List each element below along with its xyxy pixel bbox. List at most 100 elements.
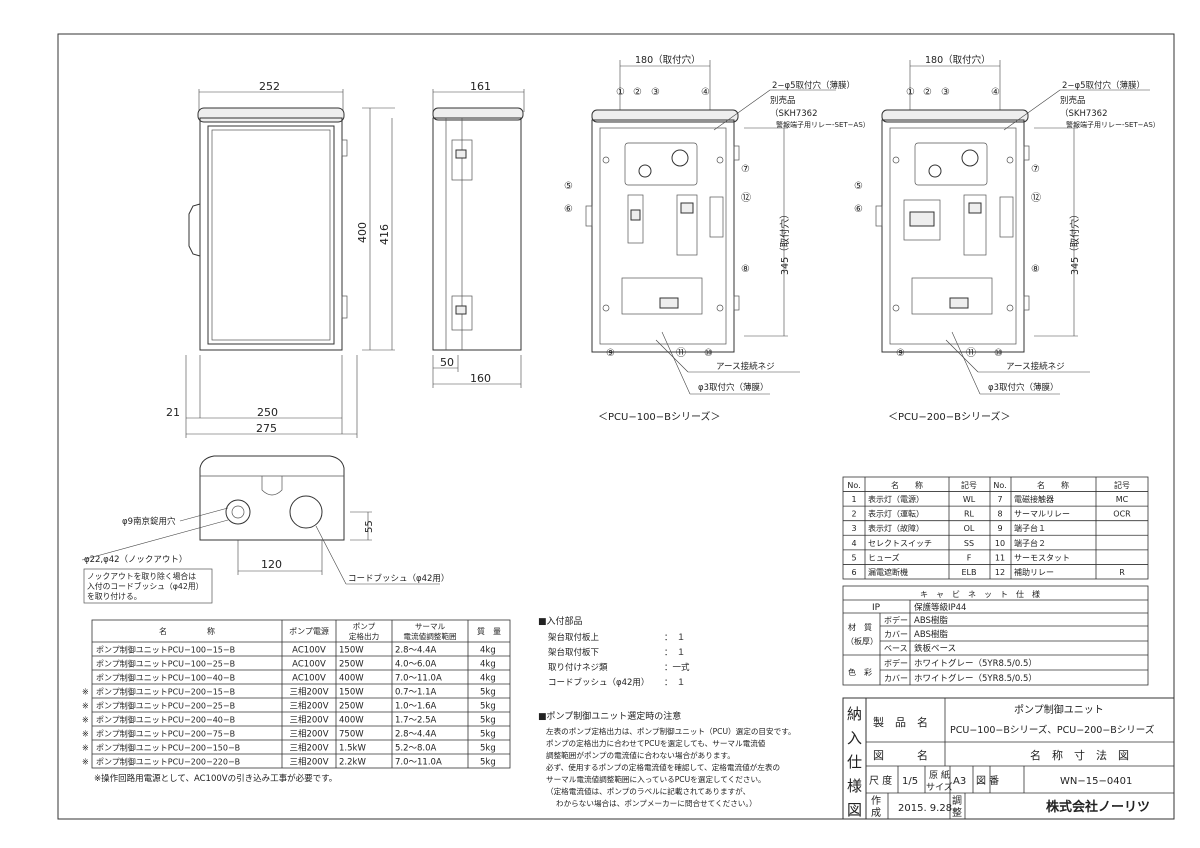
product-output: 150W xyxy=(339,646,364,656)
parts-cell: 5 xyxy=(851,553,856,562)
product-power: 三相200V xyxy=(289,701,328,712)
pcu100-sep-desc: 警報端子用リレー-SET−AS） xyxy=(776,120,870,129)
accessories: ■入付部品 架台取付板上 ： １ 架台取付板下 ： １ 取り付けネジ類 ：一式 … xyxy=(538,615,690,688)
parts-cell: 表示灯（電源） xyxy=(868,494,924,504)
pcu-200-view: 180（取付穴） 345（取付穴） 2−φ5取付穴（薄膜） 別売品 （SKH73… xyxy=(854,54,1160,423)
parts-cell: ヒューズ xyxy=(868,552,900,562)
callout-5: ⑤ xyxy=(854,181,863,192)
acc-3-name: 取り付けネジ類 xyxy=(548,662,608,673)
product-header: 質 量 xyxy=(477,626,501,636)
pcu100-sep-model: （SKH7362 xyxy=(770,108,818,119)
callout-9: ⑨ xyxy=(896,348,905,359)
note-line-2: ポンプの定格出力に合わせてPCUを選定しても、サーマル電流値 xyxy=(546,738,766,748)
callout-4: ④ xyxy=(701,87,710,98)
product-output: 2.2kW xyxy=(339,758,366,768)
product-range: 2.8〜4.4A xyxy=(395,730,437,740)
title-side-5: 図 xyxy=(847,801,862,819)
made-value: 2015. 9.28 xyxy=(898,803,952,814)
product-power: 三相200V xyxy=(289,743,328,754)
callout-6: ⑥ xyxy=(564,204,573,215)
company-name: 株式会社ノーリツ xyxy=(1046,799,1150,815)
product-power: AC100V xyxy=(292,674,326,684)
product-name: ポンプ制御ユニット xyxy=(1014,703,1104,716)
bottom-view: 120 55 φ9南京錠用穴 φ22,φ42（ノックアウト） ノックアウトを取り… xyxy=(81,455,449,604)
product-range: 4.0〜6.0A xyxy=(395,660,437,670)
parts-cell: R xyxy=(1119,568,1125,577)
front-width-total: 275 xyxy=(256,422,277,435)
product-table: ※操作回路用電源として、AC100Vの引き込み工事が必要です。 名 称ポンプ電源… xyxy=(82,619,511,784)
pcu100-caption: ＜PCU−100−Bシリーズ＞ xyxy=(598,410,721,423)
spec-ip-label: IP xyxy=(872,603,881,613)
parts-cell: 11 xyxy=(995,553,1005,562)
scale-label: 尺 度 xyxy=(869,774,892,787)
product-footnote: ※操作回路用電源として、AC100Vの引き込み工事が必要です。 xyxy=(94,773,337,784)
parts-header: 名 称 xyxy=(1037,480,1069,490)
spec-cover-value: ABS樹脂 xyxy=(914,629,948,640)
spec-material-label: 材 質 xyxy=(848,622,872,632)
parts-cell: 2 xyxy=(851,510,856,519)
product-name: ポンプ制御ユニットPCU−200−75−B xyxy=(96,729,235,739)
spec-color-body-label: ボデー xyxy=(884,658,908,668)
nanking-lock-label: φ9南京錠用穴 xyxy=(122,516,176,527)
spec-base-value: 鉄板ベース xyxy=(914,643,956,654)
side-bottom-depth: 160 xyxy=(470,372,491,385)
front-width-inner: 250 xyxy=(257,406,278,419)
product-output: 250W xyxy=(339,702,364,712)
parts-cell: ELB xyxy=(962,568,977,577)
side-height-outer: 416 xyxy=(378,224,391,245)
parts-cell: 9 xyxy=(997,524,1002,533)
spec-body-value: ABS樹脂 xyxy=(914,615,948,626)
callout-8: ⑧ xyxy=(1031,264,1040,275)
acc-1-qty: ： １ xyxy=(664,633,685,643)
pcu200-sep-label: 別売品 xyxy=(1060,95,1086,106)
parts-cell: 電磁接触器 xyxy=(1014,494,1054,504)
product-power: 三相200V xyxy=(289,687,328,698)
parts-cell: 6 xyxy=(851,568,856,577)
note-line-6: （定格電流値は、ポンプのラベルに記載されてありますが、 xyxy=(546,786,750,796)
pcu200-earth: アース接続ネジ xyxy=(1006,361,1065,372)
acc-2-name: 架台取付板下 xyxy=(548,647,600,658)
note-line-3: 調整範囲がポンプの電流値に合わない場合があります。 xyxy=(546,750,735,760)
callout-4: ④ xyxy=(991,87,1000,98)
spec-color-body-value: ホワイトグレー（5YR8.5/0.5） xyxy=(914,658,1037,669)
parts-cell: OCR xyxy=(1113,510,1131,519)
parts-cell: セレクトスイッチ xyxy=(868,539,932,548)
drawing-name: 名 称 寸 法 図 xyxy=(1030,748,1129,762)
callout-8: ⑧ xyxy=(741,264,750,275)
product-name: ポンプ制御ユニットPCU−100−15−B xyxy=(96,645,235,655)
product-power: AC100V xyxy=(292,646,326,656)
product-range: 0.7〜1.1A xyxy=(395,688,437,698)
product-output: 150W xyxy=(339,688,364,698)
knockout-note-1: ノックアウトを取り除く場合は xyxy=(87,571,196,581)
note-line-4: 必ず、使用するポンプの定格電流値を確認して、定格電流値が左表の xyxy=(546,762,780,772)
product-mark: ※ xyxy=(82,716,89,725)
pcu200-caption: ＜PCU−200−Bシリーズ＞ xyxy=(888,410,1011,423)
spec-cover-label: カバー xyxy=(884,630,908,639)
product-mark: ※ xyxy=(82,758,89,767)
product-mark: ※ xyxy=(82,744,89,753)
spec-color-label: 色 彩 xyxy=(848,667,872,677)
front-width-top: 252 xyxy=(259,80,280,93)
acc-4-name: コードブッシュ（φ42用） xyxy=(548,677,649,688)
product-output: 400W xyxy=(339,674,364,684)
callout-6: ⑥ xyxy=(854,204,863,215)
note-line-7: わからない場合は、ポンプメーカーに問合せてください。） xyxy=(556,798,757,808)
pcu100-hole-label: 2−φ5取付穴（薄膜） xyxy=(772,80,855,91)
product-power: AC100V xyxy=(292,660,326,670)
knockout-label: φ22,φ42（ノックアウト） xyxy=(84,554,187,565)
spec-color-cover-label: カバー xyxy=(884,674,908,683)
parts-cell: 表示灯（故障） xyxy=(868,523,924,533)
parts-cell: 4 xyxy=(851,539,856,548)
callout-9: ⑨ xyxy=(606,348,615,359)
product-name: ポンプ制御ユニットPCU−200−220−B xyxy=(96,757,240,767)
note-line-5: サーマル電流値調整範囲に入っているPCUを選定してください。 xyxy=(546,774,766,784)
product-header: 名 称 xyxy=(159,626,215,636)
pcu100-bottom-hole: φ3取付穴（薄膜） xyxy=(698,382,769,393)
cord-bush-label: コードブッシュ（φ42用） xyxy=(348,573,449,584)
callout-3: ③ xyxy=(651,87,660,98)
number-value: WN−15−0401 xyxy=(1060,776,1132,787)
pcu200-sep-desc: 警報端子用リレー-SET−AS） xyxy=(1066,120,1160,129)
parts-header: No. xyxy=(847,481,860,490)
product-range: 1.0〜1.6A xyxy=(395,702,437,712)
